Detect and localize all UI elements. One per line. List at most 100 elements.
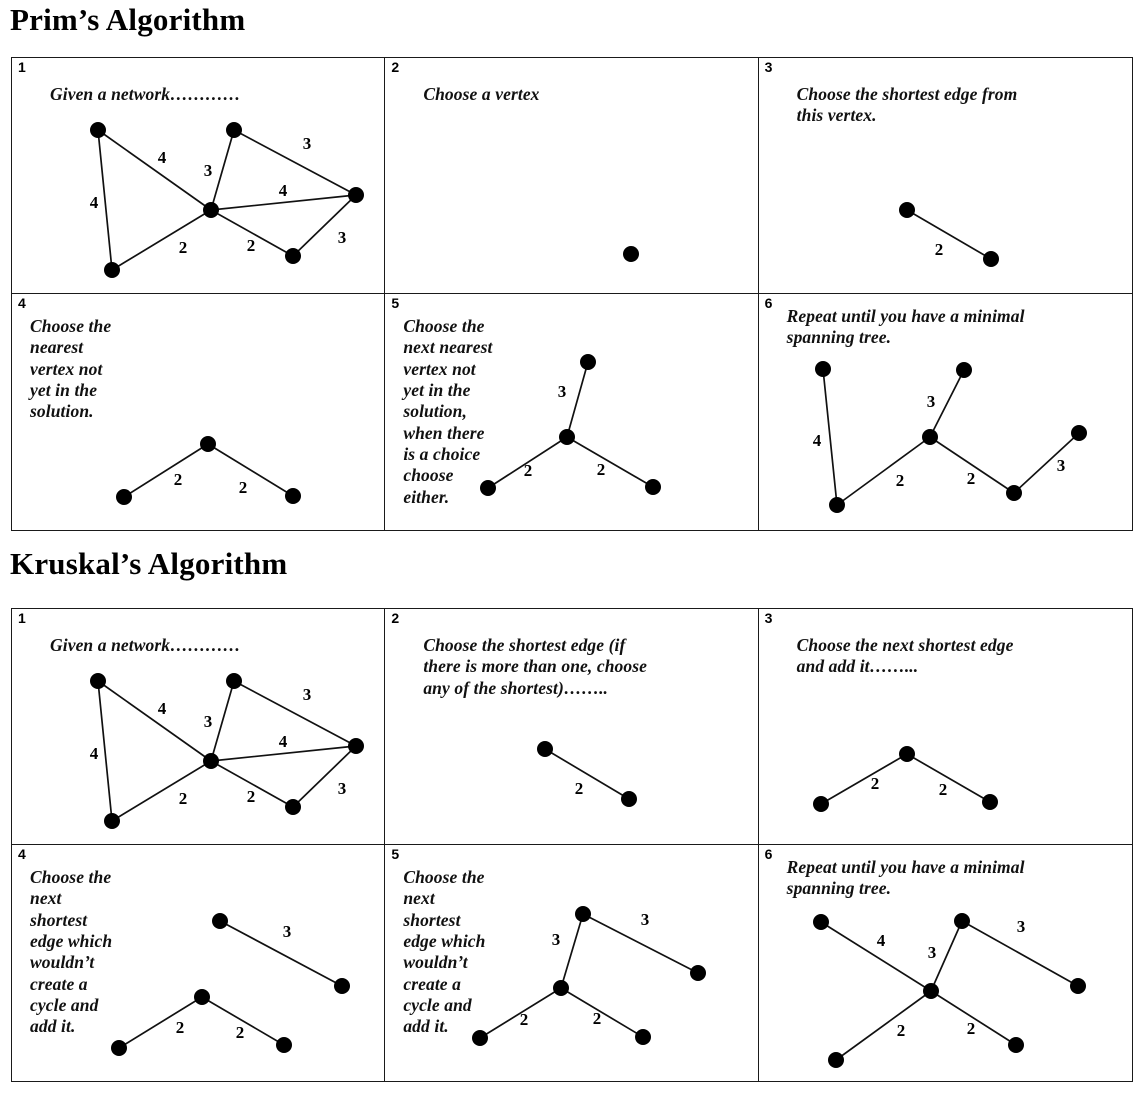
graph-edge — [97, 680, 113, 822]
graph-prim-2 — [623, 246, 640, 262]
graph-vertex — [898, 202, 915, 218]
edge-weight-label: 4 — [876, 931, 885, 950]
edge-weight-label: 3 — [303, 134, 312, 153]
graph-vertex — [621, 791, 638, 807]
graph-vertex — [559, 429, 576, 445]
graph-vertex — [635, 1029, 652, 1045]
edge-weight-label: 2 — [870, 774, 879, 793]
edge-weight-label: 2 — [896, 1021, 905, 1040]
graph-edge — [582, 913, 700, 974]
edge-weight-label: 4 — [279, 732, 288, 751]
graph-edge — [479, 987, 563, 1039]
page-title-kruskal: Kruskal’s Algorithm — [10, 546, 288, 581]
step-caption: Given a network………… — [50, 635, 241, 655]
edge-weight-label: 3 — [641, 910, 650, 929]
graph-vertex — [203, 753, 219, 769]
graph-edge — [560, 987, 645, 1038]
graph-edge — [560, 913, 585, 989]
page-title-prim: Prim’s Algorithm — [10, 2, 246, 37]
step-number: 4 — [18, 846, 26, 862]
graph-vertex — [348, 738, 364, 754]
step-number: 2 — [391, 610, 400, 626]
graph-vertex — [982, 251, 999, 267]
step-caption: Repeat until you have a minimal spanning… — [786, 306, 1025, 348]
step-number: 3 — [764, 59, 773, 75]
edge-weight-label: 3 — [558, 382, 567, 401]
step-caption: Repeat until you have a minimal spanning… — [786, 857, 1025, 899]
graph-vertex — [285, 799, 301, 815]
edge-weight-label: 2 — [179, 238, 188, 257]
graph-edge — [210, 194, 357, 211]
graph-vertex — [898, 746, 915, 762]
graph-vertex — [623, 246, 640, 262]
graph-edge — [210, 680, 235, 762]
graph-vertex — [921, 429, 938, 445]
graph-vertex — [537, 741, 554, 757]
graph-vertex — [226, 122, 242, 138]
edge-weight-label: 3 — [1056, 456, 1065, 475]
step-caption: Choose the shortest edge from this verte… — [796, 84, 1018, 126]
graph-edge — [118, 996, 203, 1049]
step-number: 4 — [18, 295, 26, 311]
graph-edge — [487, 436, 569, 489]
graph-edge — [544, 748, 631, 800]
step-number: 3 — [764, 610, 773, 626]
graph-edge — [219, 920, 343, 987]
graph-vertex — [285, 488, 301, 504]
graph-edge — [111, 760, 212, 822]
edge-weight-label: 4 — [90, 744, 99, 763]
graph-edge — [123, 443, 209, 498]
graph-vertex — [645, 479, 662, 495]
graph-vertex — [812, 914, 829, 930]
edge-weight-label: 2 — [520, 1010, 529, 1029]
graph-edge — [928, 436, 1015, 494]
graph-vertex — [480, 480, 497, 496]
step-number: 1 — [18, 610, 26, 626]
step-caption: Choose the next shortest edge which woul… — [30, 867, 113, 1037]
graph-vertex — [1069, 978, 1086, 994]
edge-weight-label: 3 — [303, 685, 312, 704]
graph-vertex — [575, 906, 592, 922]
graph-vertex — [334, 978, 350, 994]
step-number: 5 — [391, 295, 400, 311]
edge-weight-label: 3 — [204, 161, 213, 180]
graph-vertex — [812, 796, 829, 812]
edge-weight-label: 2 — [239, 478, 248, 497]
edge-weight-label: 2 — [236, 1023, 245, 1042]
graph-vertex — [348, 187, 364, 203]
graph-edge — [566, 436, 655, 488]
edge-weight-label: 4 — [90, 193, 99, 212]
step-number: 5 — [391, 846, 400, 862]
step-graph-canvas: 2 — [385, 609, 757, 844]
edge-weight-label: 2 — [247, 787, 256, 806]
graph-edge — [97, 129, 113, 271]
graph-edge — [905, 209, 992, 260]
graph-vertex — [111, 1040, 127, 1056]
edge-weight-label: 2 — [934, 240, 943, 259]
edge-weight-label: 2 — [597, 460, 606, 479]
graph-vertex — [1005, 485, 1022, 501]
graph-vertex — [1007, 1037, 1024, 1053]
step-caption: Given a network………… — [50, 84, 241, 104]
graph-vertex — [1070, 425, 1087, 441]
step-caption: Choose the shortest edge (if there is mo… — [423, 635, 648, 698]
edge-weight-label: 2 — [966, 1019, 975, 1038]
